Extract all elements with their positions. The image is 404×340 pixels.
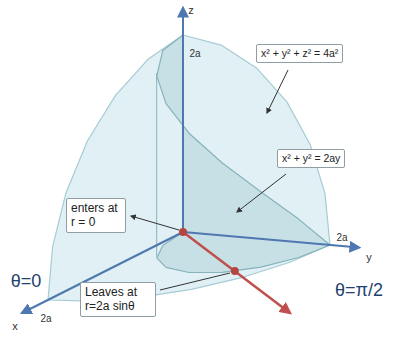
y-axis bbox=[183, 232, 359, 248]
cylinder-silhouette bbox=[156, 73, 157, 257]
angle-label: θ=π/2 bbox=[335, 281, 383, 301]
callout-text: Leaves at r=2a sinθ bbox=[85, 285, 151, 314]
axis-tick: 2a bbox=[336, 232, 347, 243]
point-callout: enters at r = 0 bbox=[66, 198, 126, 233]
axis-label: z bbox=[188, 4, 194, 16]
x-axis bbox=[22, 232, 183, 313]
equation-callout: x² + y² + z² = 4a² bbox=[256, 44, 343, 63]
angle-label: θ=π/2 bbox=[335, 281, 383, 301]
callout-text: x² + y² = 2ay bbox=[282, 152, 340, 165]
leader-line bbox=[267, 70, 288, 113]
leader-line bbox=[160, 273, 230, 290]
axis-label: x bbox=[12, 320, 18, 332]
exit-point bbox=[231, 267, 239, 275]
callout-text: enters at r = 0 bbox=[71, 201, 121, 230]
radial-ray bbox=[183, 232, 290, 313]
leader-line bbox=[131, 216, 179, 230]
sphere-octant bbox=[48, 35, 330, 301]
equation-callout: x² + y² = 2ay bbox=[277, 149, 345, 168]
axis-tick: 2a bbox=[40, 313, 51, 324]
callout-text: x² + y² + z² = 4a² bbox=[261, 47, 338, 60]
angle-label: θ=0 bbox=[11, 272, 42, 292]
axis-label: y bbox=[366, 251, 372, 263]
z-axis bbox=[182, 8, 184, 232]
axis-tick: 2a bbox=[189, 48, 200, 59]
angle-label: θ=0 bbox=[11, 272, 42, 292]
axis-label: z bbox=[188, 4, 194, 16]
axis-tick: 2a bbox=[189, 48, 200, 59]
axis-label: x bbox=[12, 320, 18, 332]
leader-line bbox=[237, 174, 286, 212]
point-callout: Leaves at r=2a sinθ bbox=[80, 282, 156, 317]
axis-tick: 2a bbox=[40, 313, 51, 324]
axis-label: y bbox=[366, 251, 372, 263]
axis-tick: 2a bbox=[336, 232, 347, 243]
entry-point bbox=[179, 228, 187, 236]
